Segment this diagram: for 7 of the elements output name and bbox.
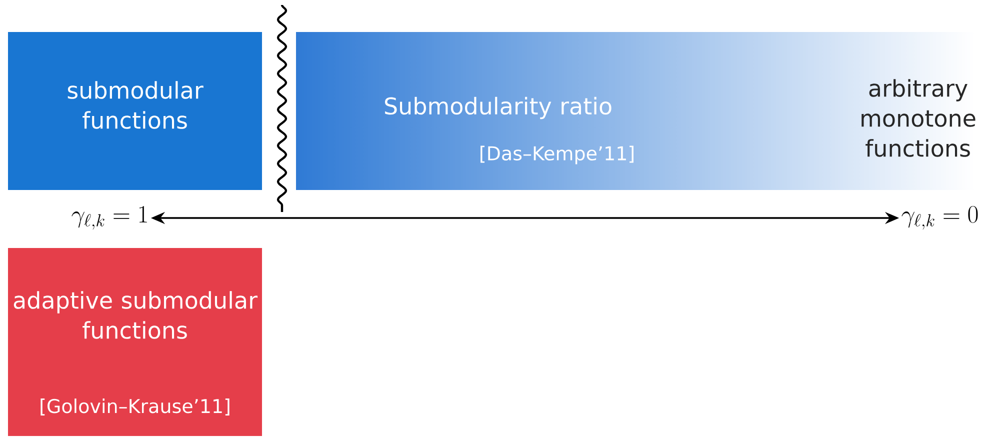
scale-label: $\gamma_{\ell,k} = 1$	[72, 206, 147, 230]
scale-label: $\gamma_{\ell,k} = 0$	[902, 206, 978, 230]
end-label: arbitrary monotone functions	[862, 79, 976, 157]
category-box: adaptive submodular functions [Golovin–Krause’11]	[8, 248, 262, 436]
citation: [Das–Kempe’11]	[480, 146, 634, 164]
category-box: submodular functions	[8, 32, 262, 190]
band-title: Submodularity ratio	[384, 96, 612, 120]
